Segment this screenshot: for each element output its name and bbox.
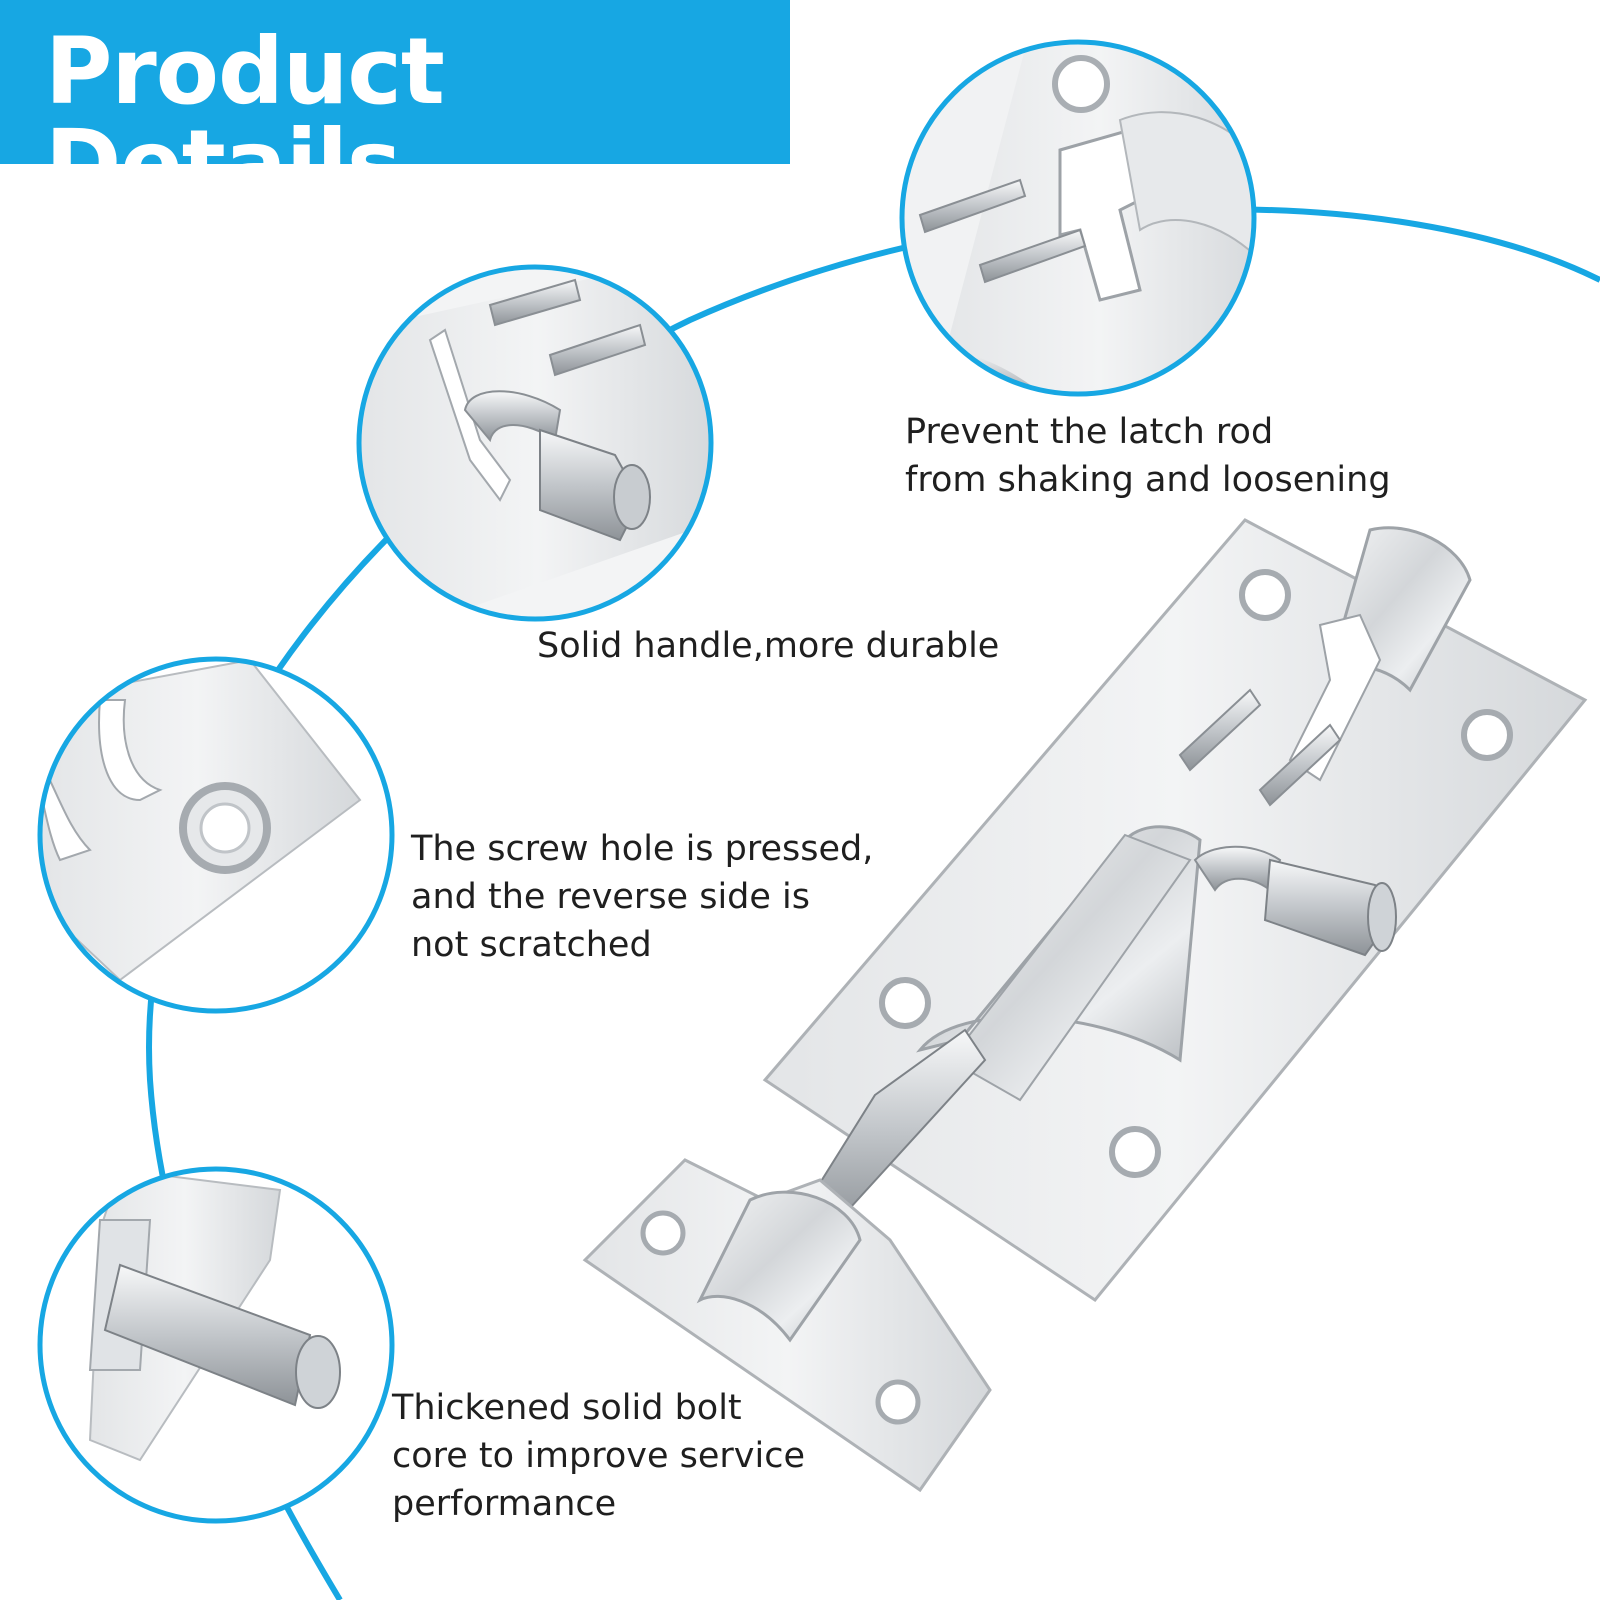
feature-caption-latch: Prevent the latch rod from shaking and l… — [905, 408, 1391, 504]
feature-caption-handle: Solid handle,more durable — [537, 622, 999, 670]
caption-line: Thickened solid bolt — [392, 1388, 742, 1428]
feature-caption-screw-hole: The screw hole is pressed, and the rever… — [411, 825, 873, 969]
caption-line: core to improve service — [392, 1436, 806, 1476]
barrel-bolt-latch-icon — [582, 518, 1588, 1493]
caption-line: and the reverse side is — [411, 877, 811, 917]
header-banner: Product Details — [0, 0, 790, 210]
caption-line: Solid handle,more durable — [537, 626, 1000, 666]
bolt-core-closeup-icon — [40, 1169, 392, 1521]
solid-handle-closeup-icon — [359, 267, 711, 619]
page-title: Product Details — [45, 18, 445, 217]
caption-line: performance — [392, 1484, 617, 1524]
screw-hole-closeup-icon — [40, 659, 392, 1011]
caption-line: from shaking and loosening — [905, 460, 1391, 500]
caption-line: Prevent the latch rod — [905, 412, 1274, 452]
feature-caption-bolt-core: Thickened solid bolt core to improve ser… — [392, 1384, 805, 1528]
latch-clip-closeup-icon — [902, 42, 1254, 394]
caption-line: The screw hole is pressed, — [411, 829, 874, 869]
caption-line: not scratched — [411, 925, 652, 965]
